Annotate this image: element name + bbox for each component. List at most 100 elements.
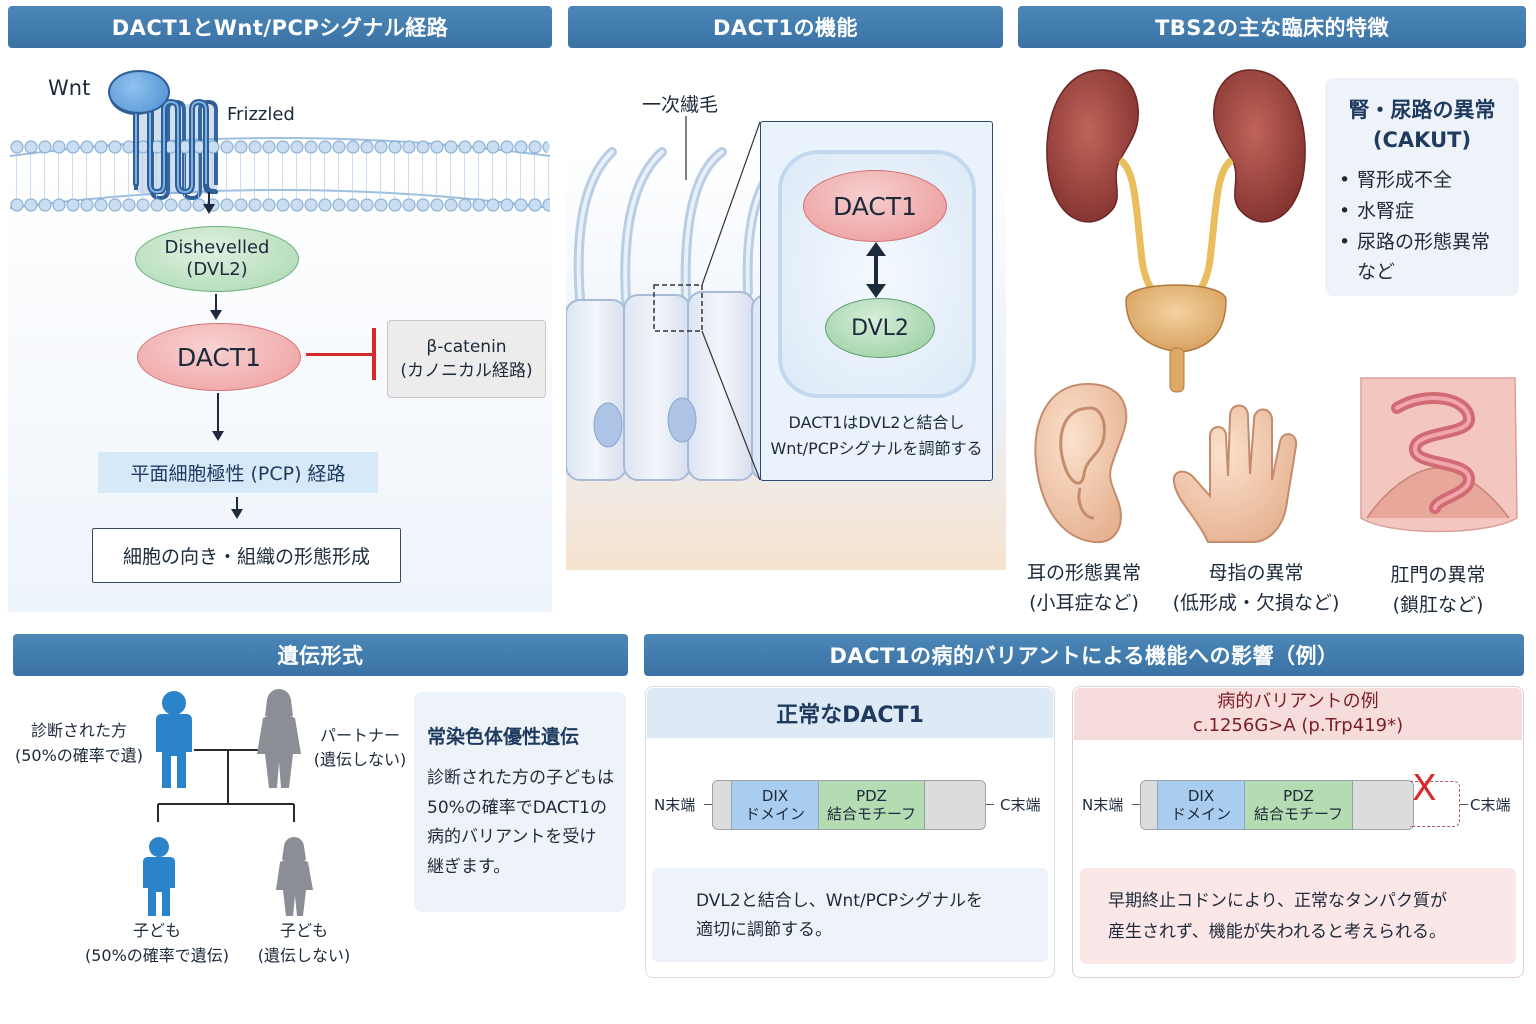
binding-arrow-icon [866,242,886,298]
inheritance-text-line: 50%の確率でDACT1の [427,797,607,818]
function-caption-line2: Wnt/PCPシグナルを調節する [770,439,983,458]
dishevelled-label: Dishevelled [164,237,270,258]
pathogenic-protein-bar: DIX ドメイン PDZ 結合モチーフ [1140,780,1414,830]
ear-caption-line1: 耳の形態異常 [1026,562,1141,584]
normal-n-connector [704,804,712,805]
header-pathway: DACT1とWnt/PCPシグナル経路 [8,6,552,48]
path-bar-end [1353,781,1413,829]
normal-pdz-line1: PDZ [856,787,887,805]
beta-catenin-sub: (カノニカル経路) [400,361,533,381]
cakut-title-line2: (CAKUT) [1372,128,1472,152]
inset-dvl2-label: DVL2 [851,315,909,341]
pathogenic-description: 早期終止コドンにより、正常なタンパク質が 産生されず、機能が失われると考えられる… [1080,868,1516,964]
affected-parent-icon [156,691,192,788]
affected-child-label: 子ども (50%の確率で遺伝) [62,918,252,968]
header-inheritance: 遺伝形式 [13,634,628,676]
cakut-title-line1: 腎・尿路の異常 [1348,98,1496,122]
anus-caption: 肛門の異常 (鎖肛など) [1366,560,1510,620]
path-dix-line1: DIX [1187,787,1215,805]
normal-bar-start [713,781,731,829]
morphogenesis-box: 細胞の向き・組織の形態形成 [92,528,401,583]
partner-label: パートナー (遺伝しない) [312,724,408,772]
cakut-item: 腎形成不全 [1339,165,1519,196]
inset-dact1-label: DACT1 [832,191,918,221]
inset-dact1-node: DACT1 [803,170,947,242]
anus-caption-line2: (鎖肛など) [1392,594,1484,616]
partner-line1: パートナー [319,726,400,745]
beta-catenin-box: β-catenin (カノニカル経路) [387,320,546,398]
path-n-term: N末端 [1082,796,1124,814]
header-variant: DACT1の病的バリアントによる機能への影響（例） [644,634,1524,676]
thumb-caption-line1: 母指の異常 [1208,562,1304,584]
affected-child-line2: (50%の確率で遺伝) [84,946,230,965]
normal-pdz-line2: 結合モチーフ [826,805,917,823]
cakut-title: 腎・尿路の異常 (CAKUT) [1325,95,1519,155]
partner-icon [257,689,301,788]
header-function: DACT1の機能 [568,6,1003,48]
normal-n-term: N末端 [654,796,696,814]
dact1-label: DACT1 [176,342,262,372]
affected-parent-label: 診断された方 (50%の確率で遺) [14,718,144,768]
normal-pdz-motif: PDZ 結合モチーフ [819,781,925,829]
normal-desc-line: DVL2と結合し、Wnt/PCPシグナルを [696,891,984,911]
normal-bar-end [925,781,985,829]
membrane-inner [10,198,550,212]
path-c-connector [1460,804,1468,805]
cakut-item-tail: など [1357,261,1396,283]
affected-child-line1: 子ども [132,921,181,940]
arrow-4 [231,497,243,519]
unaffected-child-label: 子ども (遺伝しない) [246,918,362,968]
normal-desc-line: 適切に調節する。 [696,920,832,940]
normal-c-connector [986,804,994,805]
anorectal-illustration [1360,377,1518,533]
pathogenic-title-line2: c.1256G>A (p.Trp419*) [1192,715,1404,736]
path-desc-line: 早期終止コドンにより、正常なタンパク質が [1108,891,1447,911]
thumb-caption-line2: (低形成・欠損など) [1172,592,1340,614]
inheritance-mode-box: 常染色体優性遺伝 診断された方の子どもは 50%の確率でDACT1の 病的バリア… [414,692,626,912]
cilium-label: 一次繊毛 [642,94,719,116]
thumb-caption: 母指の異常 (低形成・欠損など) [1166,558,1346,618]
affected-child-icon [143,837,175,916]
wnt-ligand [108,70,170,114]
membrane-outer [10,140,550,154]
frizzled-label: Frizzled [227,104,295,125]
truncated-region [1410,781,1460,827]
unaffected-child-line2: (遺伝しない) [257,946,351,965]
normal-dix-domain: DIX ドメイン [731,781,819,829]
cakut-box: 腎・尿路の異常 (CAKUT) 腎形成不全 水腎症 尿路の形態異常 など [1325,78,1519,296]
path-bar-start [1141,781,1157,829]
normal-dix-line1: DIX [761,787,789,805]
inheritance-text-line: 病的バリアントを受け [427,827,597,847]
inhibition-bar [372,328,376,380]
dishevelled-node: Dishevelled (DVL2) [135,226,299,292]
ear-caption-line2: (小耳症など) [1029,592,1139,614]
normal-description: DVL2と結合し、Wnt/PCPシグナルを 適切に調節する。 [652,868,1048,962]
function-caption: DACT1はDVL2と結合し Wnt/PCPシグナルを調節する [762,410,991,462]
header-clinical: TBS2の主な臨床的特徴 [1018,6,1526,48]
partner-line2: (遺伝しない) [313,750,407,769]
stop-codon-icon: X [1412,768,1437,809]
cakut-item: 水腎症 [1339,196,1519,227]
anus-caption-line1: 肛門の異常 [1390,564,1486,586]
inheritance-text-line: 診断された方の子どもは [427,768,614,788]
path-pdz-line1: PDZ [1283,787,1314,805]
arrow-1 [203,192,215,214]
beta-catenin-label: β-catenin [426,337,507,357]
dact1-node: DACT1 [137,323,301,391]
inheritance-mode-text: 診断された方の子どもは 50%の確率でDACT1の 病的バリアントを受け 継ぎま… [427,764,626,882]
inhibition-line [306,353,374,356]
cakut-item: 尿路の形態異常 [1339,227,1519,258]
unaffected-child-icon [276,837,313,916]
normal-protein-bar: DIX ドメイン PDZ 結合モチーフ [712,780,986,830]
thumb-hand-illustration [1172,404,1298,543]
unaffected-child-line1: 子ども [279,921,328,940]
path-c-term: C末端 [1470,796,1511,814]
ear-illustration [1034,382,1128,544]
pedigree-lines [157,749,295,822]
path-dix-line2: ドメイン [1170,805,1231,823]
normal-dix-line2: ドメイン [744,805,805,823]
ear-caption: 耳の形態異常 (小耳症など) [1010,558,1158,618]
dishevelled-sub: (DVL2) [186,259,248,280]
pathogenic-title-line1: 病的バリアントの例 [1217,691,1379,712]
inheritance-text-line: 継ぎます。 [427,856,511,877]
